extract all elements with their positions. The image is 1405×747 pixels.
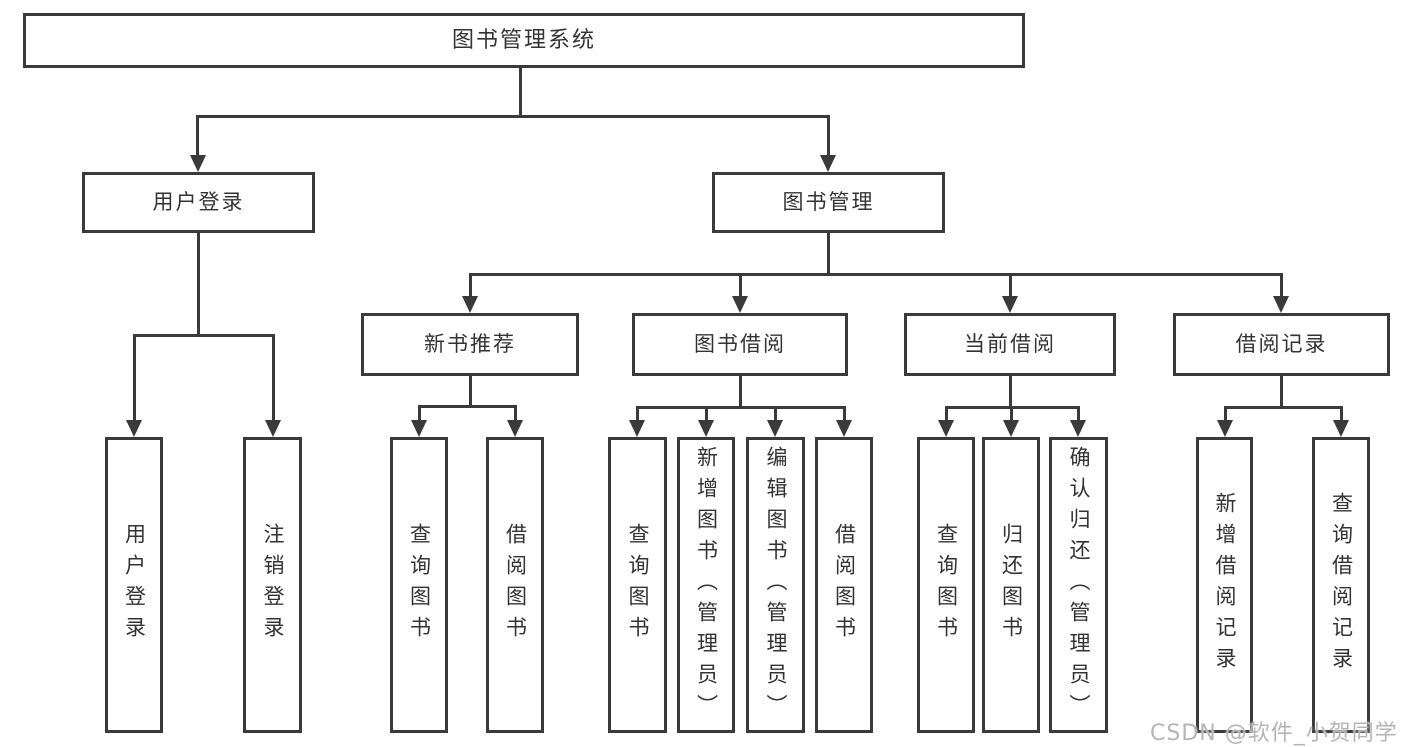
csdn-watermark: CSDN @软件_小贺同学 <box>1150 721 1398 746</box>
line <box>272 334 275 422</box>
arrowhead <box>767 420 783 437</box>
line <box>1280 273 1283 298</box>
line <box>1010 406 1013 422</box>
node-current-borrowing: 当前借阅 <box>904 313 1116 376</box>
line <box>1009 273 1012 298</box>
line <box>636 406 639 422</box>
arrowhead <box>836 420 852 437</box>
line <box>469 376 472 407</box>
line <box>197 233 200 336</box>
leaf-user-login: 用户登录 <box>105 437 163 733</box>
node-borrowing-records: 借阅记录 <box>1173 313 1390 376</box>
line <box>514 405 517 422</box>
line <box>945 406 948 422</box>
arrowhead <box>938 420 954 437</box>
line <box>418 405 517 408</box>
line <box>1224 406 1227 422</box>
line <box>1280 376 1283 408</box>
line <box>469 273 1283 276</box>
node-book-borrowing: 图书借阅 <box>632 313 848 376</box>
line <box>469 273 472 298</box>
line <box>739 273 742 298</box>
arrowhead <box>1003 420 1019 437</box>
leaf-borrow-books-borrowing: 借阅图书 <box>815 437 873 733</box>
line <box>827 233 830 276</box>
line <box>827 115 830 157</box>
line <box>1224 406 1343 409</box>
leaf-query-books-current: 查询图书 <box>917 437 975 733</box>
arrowhead <box>1070 420 1086 437</box>
arrowhead <box>820 155 836 172</box>
line <box>196 115 199 157</box>
line <box>133 334 136 422</box>
arrowhead <box>1002 296 1018 313</box>
arrowhead <box>1217 420 1233 437</box>
arrowhead <box>507 420 523 437</box>
leaf-confirm-return-admin: 确认归还（管理员） <box>1049 437 1108 733</box>
leaf-add-book-admin: 新增图书（管理员） <box>677 437 735 733</box>
leaf-logout: 注销登录 <box>243 437 302 733</box>
arrowhead <box>462 296 478 313</box>
leaf-return-books: 归还图书 <box>982 437 1040 733</box>
arrowhead <box>1273 296 1289 313</box>
node-new-book-recommendation: 新书推荐 <box>361 313 579 376</box>
line <box>1009 376 1012 408</box>
node-user-login: 用户登录 <box>82 172 315 233</box>
line <box>519 68 522 117</box>
node-book-management: 图书管理 <box>712 172 945 233</box>
line <box>636 406 846 409</box>
leaf-query-borrow-record: 查询借阅记录 <box>1312 437 1370 733</box>
leaf-edit-book-admin: 编辑图书（管理员） <box>746 437 805 733</box>
arrowhead <box>629 420 645 437</box>
arrowhead <box>126 420 142 437</box>
arrowhead <box>732 296 748 313</box>
line <box>418 405 421 422</box>
line <box>774 406 777 422</box>
line <box>133 334 275 337</box>
line <box>739 376 742 408</box>
leaf-query-books-recommend: 查询图书 <box>390 437 448 733</box>
line <box>1077 406 1080 422</box>
line <box>196 115 830 118</box>
arrowhead <box>190 155 206 172</box>
node-library-management-system: 图书管理系统 <box>23 13 1025 68</box>
arrowhead <box>265 420 281 437</box>
leaf-add-borrow-record: 新增借阅记录 <box>1196 437 1253 733</box>
arrowhead <box>411 420 427 437</box>
line <box>843 406 846 422</box>
arrowhead <box>1333 420 1349 437</box>
line <box>1340 406 1343 422</box>
line <box>705 406 708 422</box>
leaf-query-books-borrowing: 查询图书 <box>608 437 667 733</box>
arrowhead <box>698 420 714 437</box>
leaf-borrow-books-recommend: 借阅图书 <box>486 437 544 733</box>
